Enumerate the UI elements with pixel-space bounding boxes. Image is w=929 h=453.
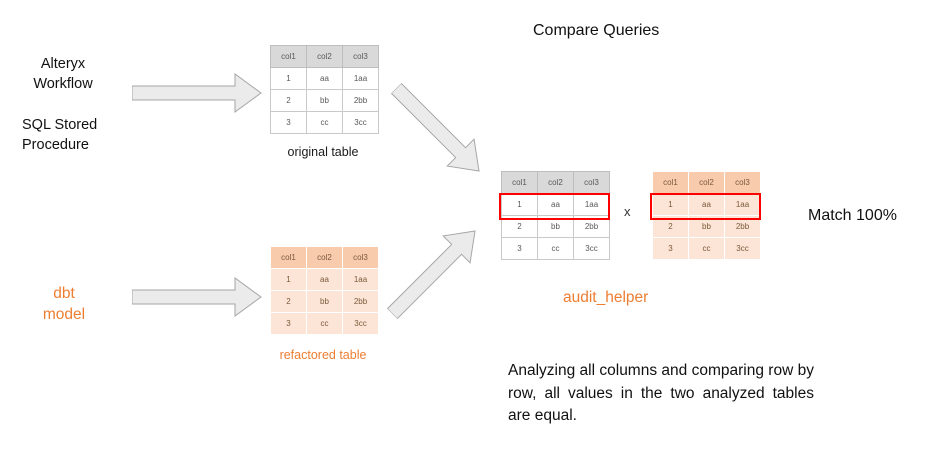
diagram-title: Compare Queries bbox=[533, 22, 660, 39]
table-cell: aa bbox=[537, 193, 574, 216]
table-cell: 2bb bbox=[342, 89, 379, 112]
table-cell: bb bbox=[537, 215, 574, 238]
table-header-cell: col2 bbox=[537, 171, 574, 194]
table-header-cell: col1 bbox=[270, 45, 307, 68]
arrow-right-bottom-icon bbox=[132, 277, 262, 317]
table-header-cell: col3 bbox=[724, 171, 761, 194]
table-cell: 3 bbox=[501, 237, 538, 260]
table-cell: 2 bbox=[270, 290, 307, 313]
table-cell: 2bb bbox=[724, 215, 761, 238]
result-description: Analyzing all columns and comparing row … bbox=[508, 362, 814, 424]
table-cell: 3 bbox=[652, 237, 689, 260]
table-cell: 1aa bbox=[724, 193, 761, 216]
table-cell: 2bb bbox=[342, 290, 379, 313]
table-cell: 3cc bbox=[342, 111, 379, 134]
table-cell: 2 bbox=[270, 89, 307, 112]
table-cell: aa bbox=[306, 67, 343, 90]
table-cell: 1aa bbox=[573, 193, 610, 216]
audit-helper-label: audit_helper bbox=[563, 289, 649, 306]
table-cell: aa bbox=[688, 193, 725, 216]
original-table-caption: original table bbox=[287, 145, 359, 159]
table-cell: 1 bbox=[652, 193, 689, 216]
table-cell: 1 bbox=[270, 67, 307, 90]
label-alteryx-workflow: Alteryx Workflow bbox=[33, 56, 93, 92]
multiply-label: x bbox=[624, 204, 631, 219]
table-cell: 2 bbox=[501, 215, 538, 238]
label-sql-stored-procedure: SQL Stored Procedure bbox=[22, 117, 98, 153]
table-cell: 1 bbox=[501, 193, 538, 216]
match-label: Match 100% bbox=[808, 207, 897, 224]
table-header-cell: col2 bbox=[688, 171, 725, 194]
table-header-cell: col3 bbox=[342, 246, 379, 269]
table-cell: 1aa bbox=[342, 268, 379, 291]
table-cell: 2 bbox=[652, 215, 689, 238]
refactored-table-caption: refactored table bbox=[279, 348, 367, 362]
table-cell: 3 bbox=[270, 111, 307, 134]
table-cell: cc bbox=[306, 111, 343, 134]
table-cell: 3cc bbox=[724, 237, 761, 260]
table-cell: 1 bbox=[270, 268, 307, 291]
table-cell: aa bbox=[306, 268, 343, 291]
table-header-cell: col2 bbox=[306, 45, 343, 68]
table-cell: 1aa bbox=[342, 67, 379, 90]
arrow-diagonal-up-icon bbox=[378, 216, 490, 328]
table-cell: 3 bbox=[270, 312, 307, 335]
table-cell: bb bbox=[688, 215, 725, 238]
arrow-right-top-icon bbox=[132, 73, 262, 113]
table-cell: bb bbox=[306, 290, 343, 313]
table-cell: bb bbox=[306, 89, 343, 112]
table-header-cell: col1 bbox=[270, 246, 307, 269]
table-header-cell: col2 bbox=[306, 246, 343, 269]
table-cell: cc bbox=[537, 237, 574, 260]
arrow-diagonal-down-icon bbox=[382, 74, 494, 186]
table-cell: 3cc bbox=[342, 312, 379, 335]
table-cell: 3cc bbox=[573, 237, 610, 260]
table-cell: 2bb bbox=[573, 215, 610, 238]
table-header-cell: col1 bbox=[501, 171, 538, 194]
label-dbt-model: dbt model bbox=[42, 285, 86, 323]
table-cell: cc bbox=[306, 312, 343, 335]
table-header-cell: col3 bbox=[342, 45, 379, 68]
table-header-cell: col3 bbox=[573, 171, 610, 194]
table-cell: cc bbox=[688, 237, 725, 260]
table-header-cell: col1 bbox=[652, 171, 689, 194]
